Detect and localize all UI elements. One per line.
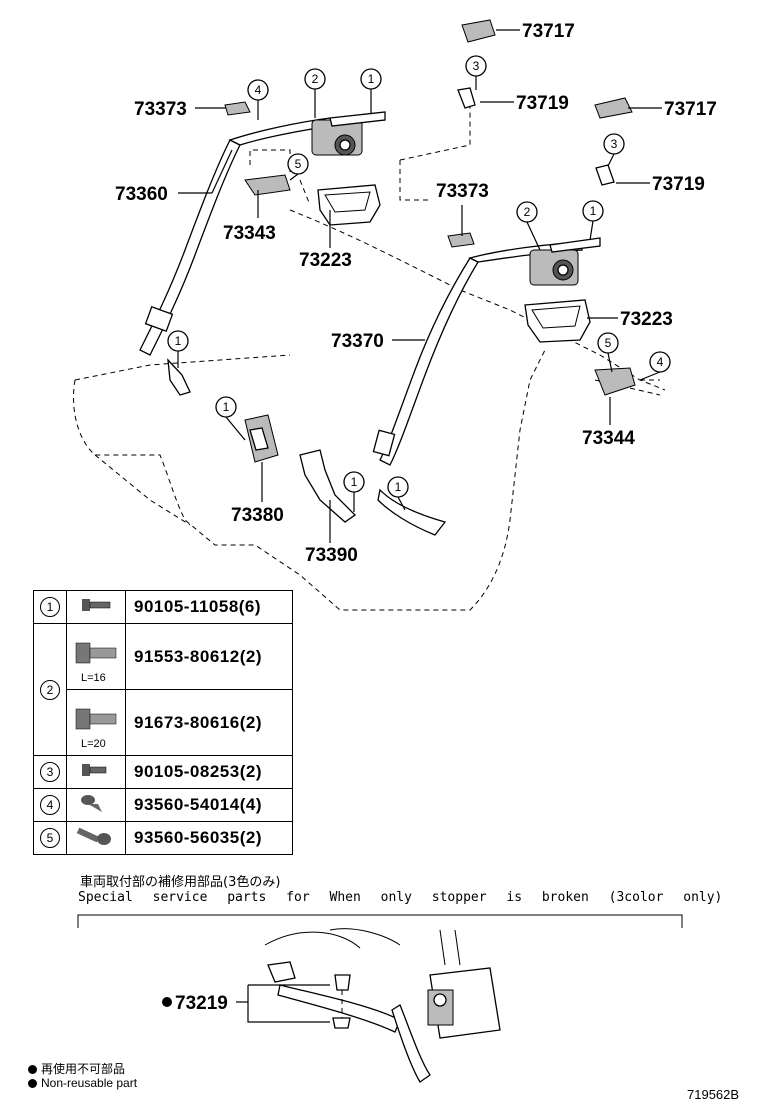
circle-callout-1: 1 — [215, 396, 237, 418]
label-73373-mid: 73373 — [436, 181, 489, 202]
svg-text:1: 1 — [223, 400, 230, 414]
label-73219: 73219 — [175, 993, 228, 1014]
right-belt-guide — [594, 367, 636, 396]
left-seat-belt-assembly — [139, 101, 386, 396]
part-number: 91553-80612(2) — [125, 623, 293, 690]
ref-circle: 3 — [40, 762, 60, 782]
svg-text:3: 3 — [473, 59, 480, 73]
buckle-73390 — [299, 449, 357, 523]
stopper-73717-top — [461, 19, 496, 43]
right-retractor-cover — [524, 299, 591, 343]
bullet-icon — [28, 1065, 37, 1074]
seat-outline — [73, 349, 546, 611]
buckle-73380 — [244, 414, 279, 463]
svg-text:1: 1 — [175, 334, 182, 348]
ref-circle: 1 — [40, 597, 60, 617]
label-73719-top: 73719 — [516, 93, 569, 114]
part-number: 91673-80616(2) — [125, 689, 293, 756]
svg-text:3: 3 — [611, 137, 618, 151]
svg-text:5: 5 — [605, 336, 612, 350]
non-reusable-marker — [162, 997, 172, 1007]
label-73360: 73360 — [115, 184, 168, 205]
right-retractor — [529, 237, 601, 286]
bullet-icon — [28, 1079, 37, 1089]
svg-text:1: 1 — [395, 480, 402, 494]
table-row: 5 93560-56035(2) — [33, 821, 293, 855]
svg-text:4: 4 — [255, 83, 262, 97]
label-73717-right: 73717 — [664, 99, 717, 120]
svg-text:1: 1 — [351, 475, 358, 489]
svg-text:4: 4 — [657, 355, 664, 369]
part-number: 90105-11058(6) — [125, 590, 293, 624]
label-73343: 73343 — [223, 223, 276, 244]
special-parts-title-en: Special service parts for When only stop… — [78, 890, 723, 905]
legend-jp-text: 再使用不可部品 — [41, 1062, 126, 1076]
seat-back-line — [289, 209, 666, 391]
diagram-reference-code: 719562B — [687, 1087, 740, 1102]
ref-circle: 4 — [40, 795, 60, 815]
table-row: 4 93560-54014(4) — [33, 788, 293, 822]
legend-en: Non-reusable part — [28, 1076, 137, 1090]
label-73390: 73390 — [305, 545, 358, 566]
screw-icon — [81, 794, 102, 812]
label-73223-left: 73223 — [299, 250, 352, 271]
left-belt-guide — [244, 174, 291, 196]
flange-bolt-icon — [75, 642, 117, 664]
svg-text:1: 1 — [590, 204, 597, 218]
circle-callout-5: 5 — [287, 153, 309, 175]
left-retractor-cover — [317, 184, 381, 226]
bolt-icon — [82, 763, 107, 776]
label-73719-right: 73719 — [652, 174, 705, 195]
ref-circle: 2 — [40, 679, 60, 700]
label-73717-top: 73717 — [522, 21, 575, 42]
circle-callout-2: 2 — [304, 68, 326, 90]
length-label: L=16 — [81, 672, 106, 684]
right-seat-belt-assembly — [372, 232, 636, 536]
flange-bolt-icon — [75, 708, 117, 730]
circle-callout-4: 4 — [247, 79, 269, 101]
right-anchor-cover — [447, 232, 475, 248]
special-parts-title-jp: 車両取付部の補修用部品(3色のみ) — [80, 875, 281, 890]
special-bracket — [77, 914, 683, 928]
table-row: L=20 91673-80616(2) — [34, 689, 293, 756]
fastener-table: 1 90105-11058(6) 2 L=16 91553-80612(2) L… — [33, 590, 293, 855]
svg-text:2: 2 — [312, 72, 319, 86]
svg-text:2: 2 — [524, 205, 531, 219]
circle-callout-1: 1 — [343, 471, 365, 493]
circle-callout-5: 5 — [597, 332, 619, 354]
part-number: 93560-56035(2) — [125, 821, 293, 855]
stopper-detail-illustration — [264, 928, 501, 1083]
table-row: 1 90105-11058(6) — [33, 590, 293, 624]
label-73223-right: 73223 — [620, 309, 673, 330]
circle-callout-1: 1 — [360, 68, 382, 90]
circle-callout-1: 1 — [387, 476, 409, 498]
table-row: 2 L=16 91553-80612(2) — [33, 623, 293, 756]
circle-callout-3: 3 — [603, 133, 625, 155]
bolt-icon — [82, 598, 111, 611]
circle-callout-1: 1 — [582, 200, 604, 222]
table-row: 3 90105-08253(2) — [33, 755, 293, 789]
left-anchor-cover — [224, 101, 251, 116]
circle-callout-2: 2 — [516, 201, 538, 223]
circle-callout-1: 1 — [167, 330, 189, 352]
label-73344: 73344 — [582, 428, 635, 449]
svg-text:5: 5 — [295, 157, 302, 171]
label-73373-left: 73373 — [134, 99, 187, 120]
length-label: L=20 — [81, 738, 106, 750]
circle-callout-4: 4 — [649, 351, 671, 373]
label-73380: 73380 — [231, 505, 284, 526]
part-number: 93560-54014(4) — [125, 788, 293, 822]
part-number: 90105-08253(2) — [125, 755, 293, 789]
legend-en-text: Non-reusable part — [41, 1076, 138, 1090]
circle-callout-3: 3 — [465, 55, 487, 77]
svg-text:1: 1 — [368, 72, 375, 86]
label-73370: 73370 — [331, 331, 384, 352]
screw-icon — [76, 827, 111, 845]
left-retractor — [311, 111, 386, 156]
stopper-73717-right — [594, 97, 633, 119]
ref-circle: 5 — [40, 828, 60, 848]
legend-jp: 再使用不可部品 — [28, 1060, 125, 1077]
